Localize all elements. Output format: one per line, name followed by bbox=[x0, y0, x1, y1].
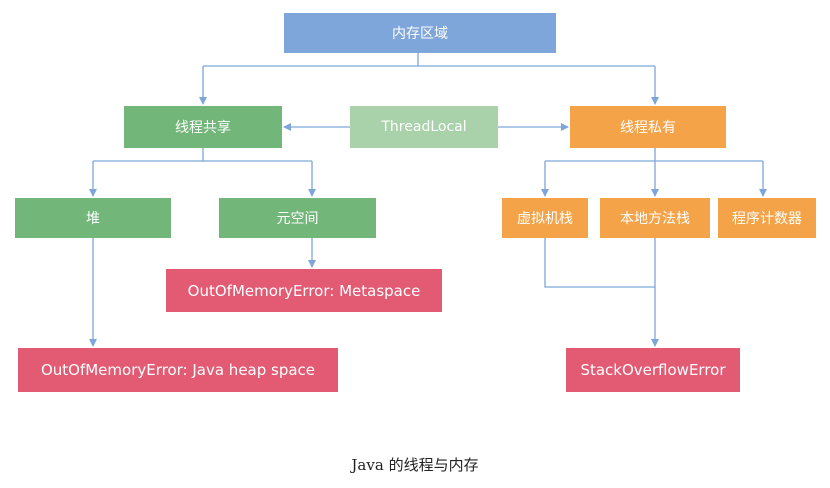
node-heap: 堆 bbox=[15, 198, 171, 238]
node-thread-shared: 线程共享 bbox=[124, 106, 282, 148]
node-threadlocal: ThreadLocal bbox=[350, 106, 498, 148]
node-thread-private: 线程私有 bbox=[570, 106, 726, 148]
edge-private-split bbox=[545, 148, 763, 162]
figure-caption: Java 的线程与内存 bbox=[351, 456, 479, 474]
node-metaspace: 元空间 bbox=[219, 198, 376, 238]
node-native-method-stack: 本地方法栈 bbox=[600, 198, 710, 238]
edge-vmstack-to-merge bbox=[544, 238, 655, 288]
node-oom-heap: OutOfMemoryError: Java heap space bbox=[18, 348, 338, 392]
node-stack-overflow: StackOverflowError bbox=[566, 348, 740, 392]
node-vm-stack: 虚拟机栈 bbox=[502, 198, 588, 238]
node-oom-metaspace: OutOfMemoryError: Metaspace bbox=[166, 269, 442, 312]
edge-root-split bbox=[203, 53, 655, 67]
node-memory-area: 内存区域 bbox=[284, 13, 556, 53]
edge-shared-split bbox=[93, 148, 312, 162]
node-program-counter: 程序计数器 bbox=[718, 198, 816, 238]
